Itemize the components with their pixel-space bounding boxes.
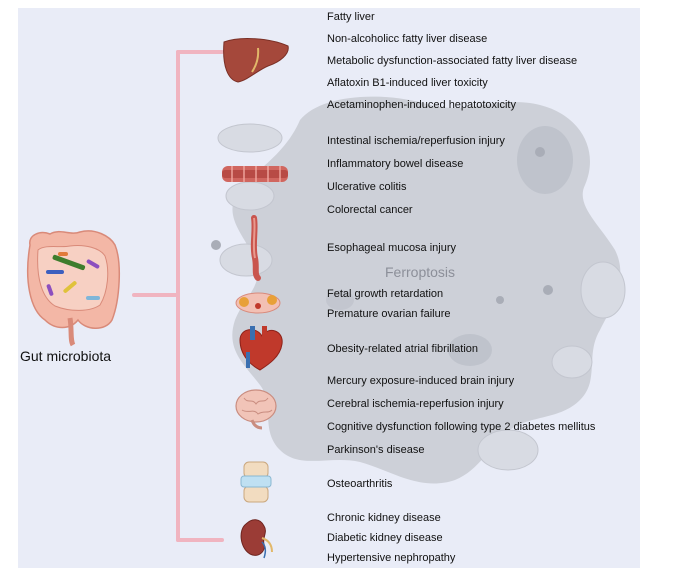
- disease-label: Metabolic dysfunction-associated fatty l…: [327, 55, 578, 67]
- esophagus-icon: [250, 215, 261, 281]
- disease-label: Aflatoxin B1-induced liver toxicity: [327, 77, 488, 89]
- disease-label: Premature ovarian failure: [327, 308, 451, 320]
- disease-label: Cognitive dysfunction following type 2 d…: [327, 421, 596, 433]
- disease-label: Chronic kidney disease: [327, 512, 441, 524]
- disease-label: Non-alcoholicc fatty liver disease: [327, 33, 488, 45]
- disease-label: Acetaminophen-induced hepatotoxicity: [327, 99, 516, 111]
- disease-label: Cerebral ischemia-reperfusion injury: [327, 398, 504, 410]
- disease-label: Fetal growth retardation: [327, 288, 444, 300]
- disease-label: Intestinal ischemia/reperfusion injury: [327, 135, 505, 147]
- disease-label: Esophageal mucosa injury: [327, 242, 457, 254]
- disease-label: Hypertensive nephropathy: [327, 552, 456, 564]
- gut-microbiota-label: Gut microbiota: [20, 348, 112, 364]
- brain-icon: [235, 389, 277, 430]
- kidney-icon: [240, 519, 273, 559]
- disease-label: Inflammatory bowel disease: [327, 158, 464, 170]
- disease-label: Osteoarthritis: [327, 478, 393, 490]
- intestine-icon: [222, 166, 288, 182]
- disease-label: Ulcerative colitis: [327, 181, 407, 193]
- ovary-icon: [235, 292, 281, 314]
- liver-icon: [223, 38, 289, 83]
- disease-label: Mercury exposure-induced brain injury: [327, 375, 515, 387]
- disease-label: Colorectal cancer: [327, 204, 413, 216]
- disease-label: Parkinson's disease: [327, 444, 425, 456]
- heart-icon: [239, 326, 283, 371]
- disease-label: Diabetic kidney disease: [327, 532, 443, 544]
- ferroptosis-label: Ferroptosis: [385, 264, 456, 280]
- disease-label: Fatty liver: [327, 11, 375, 23]
- disease-label: Obesity-related atrial fibrillation: [327, 343, 479, 355]
- joint-icon: [240, 461, 272, 503]
